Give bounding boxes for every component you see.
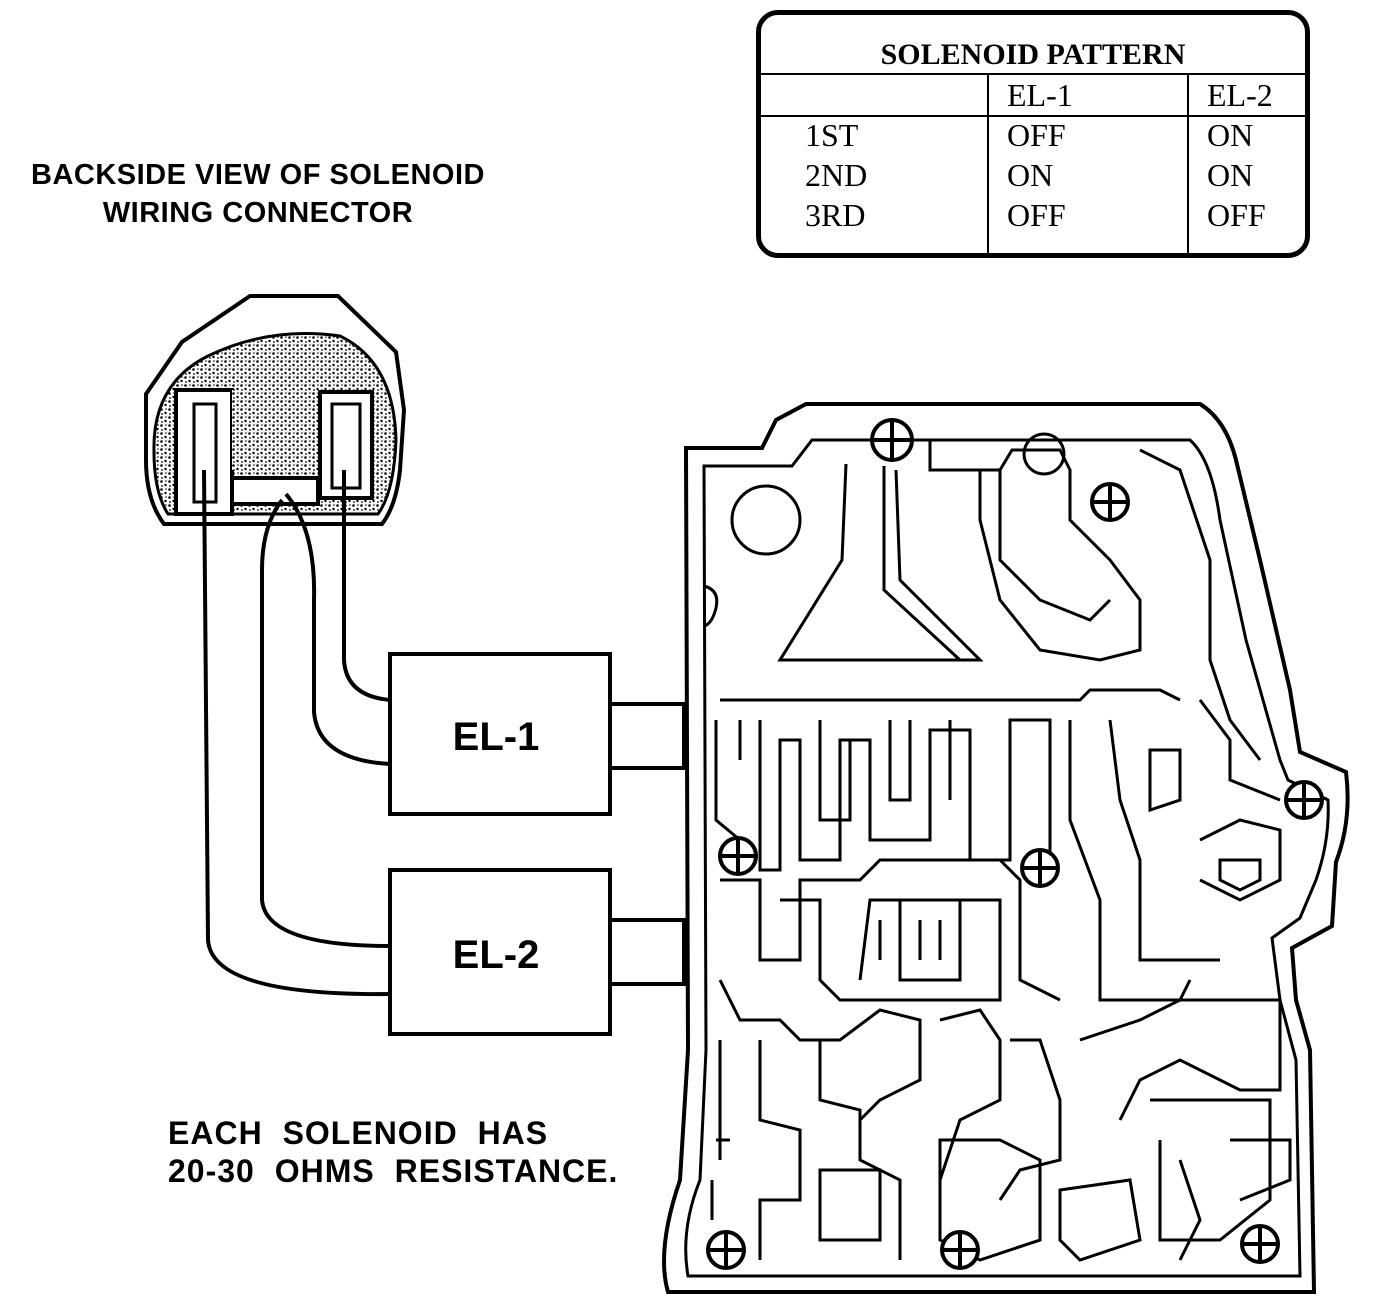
table-cell-el2: ON bbox=[1207, 157, 1254, 193]
bolt-holes bbox=[706, 418, 1324, 1270]
resistance-caption: EACH SOLENOID HAS 20-30 OHMS RESISTANCE. bbox=[168, 1114, 618, 1190]
bolt-hole bbox=[1020, 848, 1060, 888]
table-cell-gear: 1ST bbox=[805, 117, 859, 153]
table-cell-el1: OFF bbox=[1007, 117, 1066, 153]
resistance-caption-line1: EACH SOLENOID HAS bbox=[168, 1115, 549, 1151]
valve-body bbox=[662, 402, 1350, 1294]
table-cell-el2: ON bbox=[1207, 117, 1254, 153]
table-cell-gear: 3RD bbox=[805, 197, 866, 233]
table-column-divider bbox=[1187, 73, 1189, 253]
bolt-hole bbox=[706, 1230, 746, 1270]
table-cell-el1: OFF bbox=[1007, 197, 1066, 233]
bolt-hole bbox=[870, 418, 914, 462]
solenoid-el2 bbox=[388, 868, 686, 1036]
table-header-el1: EL-1 bbox=[1007, 77, 1073, 113]
solenoid-el2-label: EL-2 bbox=[453, 933, 540, 977]
table-cell-el2: OFF bbox=[1207, 197, 1266, 233]
wiring-connector bbox=[144, 294, 407, 526]
valve-passages bbox=[703, 432, 1292, 1262]
table-title: SOLENOID PATTERN bbox=[880, 38, 1186, 71]
table-cell-gear: 2ND bbox=[805, 157, 868, 193]
connector-caption: BACKSIDE VIEW OF SOLENOID WIRING CONNECT… bbox=[0, 156, 516, 232]
wires bbox=[202, 469, 391, 997]
bolt-hole bbox=[1284, 780, 1324, 820]
table-cell-el1: ON bbox=[1007, 157, 1054, 193]
table-divider bbox=[761, 115, 1305, 117]
table-divider bbox=[761, 73, 1305, 75]
resistance-caption-line2: 20-30 OHMS RESISTANCE. bbox=[168, 1153, 619, 1189]
solenoid-el1 bbox=[388, 652, 686, 816]
solenoid-pattern-table: SOLENOID PATTERN EL-1 EL-2 1ST OFF ON 2N… bbox=[756, 10, 1310, 258]
table-header-el2: EL-2 bbox=[1207, 77, 1273, 113]
bolt-hole bbox=[940, 1230, 980, 1270]
connector-caption-line1: BACKSIDE VIEW OF SOLENOID bbox=[31, 159, 485, 191]
bolt-hole bbox=[1240, 1224, 1280, 1264]
bolt-hole bbox=[718, 836, 758, 876]
connector-caption-line2: WIRING CONNECTOR bbox=[102, 197, 414, 229]
bolt-hole bbox=[1090, 482, 1130, 522]
table-column-divider bbox=[987, 73, 989, 253]
solenoid-el1-label: EL-1 bbox=[453, 715, 540, 759]
